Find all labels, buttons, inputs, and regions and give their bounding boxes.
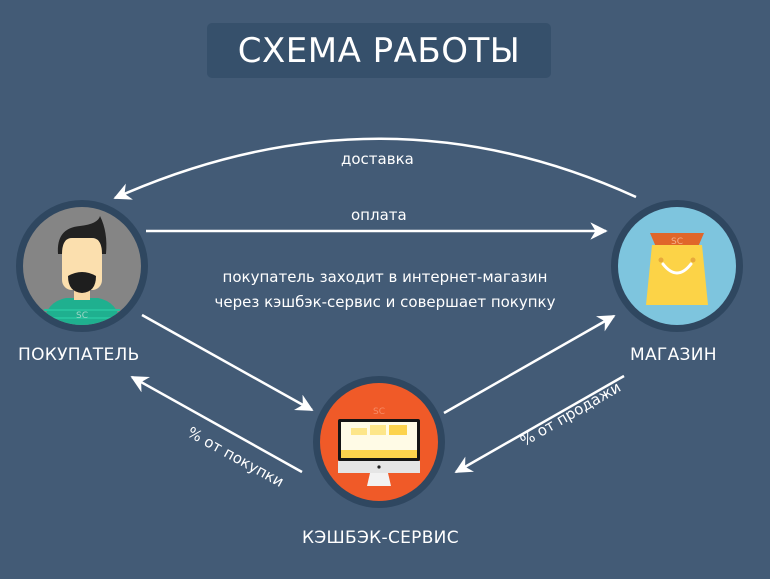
computer-monitor-icon (338, 419, 420, 486)
flow-description: покупатель заходит в интернет-магазин че… (190, 265, 580, 315)
description-line-2: через кэшбэк-сервис и совершает покупку (214, 293, 556, 311)
description-line-1: покупатель заходит в интернет-магазин (222, 268, 548, 286)
cashback-label: КЭШБЭК-СЕРВИС (302, 528, 459, 548)
buyer-to-cashback-arrow (141, 313, 314, 412)
title-banner: СХЕМА РАБОТЫ (207, 23, 551, 78)
cashback-badge: SC (373, 407, 385, 417)
cashback-node (313, 376, 445, 508)
payment-label: оплата (351, 206, 407, 224)
shop-badge: SC (671, 237, 683, 247)
buyer-badge: SC (76, 311, 88, 321)
sale-percent-arrow (454, 374, 625, 474)
delivery-label: доставка (341, 150, 414, 168)
cashback-to-shop-arrow (443, 314, 616, 415)
purchase-percent-arrow (130, 375, 303, 474)
buyer-label: ПОКУПАТЕЛЬ (18, 345, 140, 365)
shopping-bag-icon (646, 233, 708, 305)
shop-node (611, 200, 743, 332)
shop-label: МАГАЗИН (630, 345, 717, 365)
buyer-node (16, 200, 148, 332)
delivery-arrow (113, 137, 637, 200)
page-title: СХЕМА РАБОТЫ (237, 30, 521, 71)
